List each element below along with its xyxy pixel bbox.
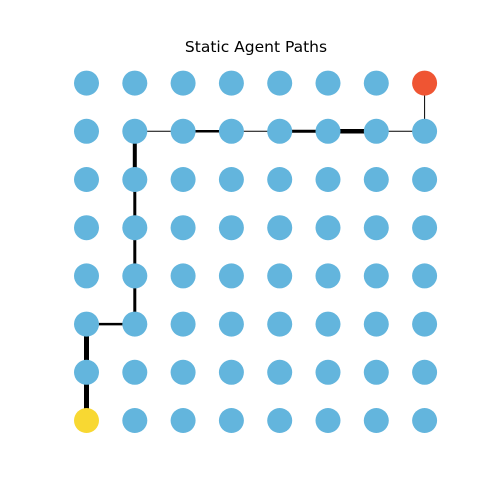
grid-node-4-5 (267, 167, 293, 192)
grid-node-0-5 (74, 167, 99, 192)
grid-node-1-6 (122, 118, 148, 144)
grid-node-5-5 (315, 167, 341, 192)
grid-nodes (74, 70, 438, 433)
grid-node-5-3 (315, 263, 341, 289)
grid-node-4-3 (267, 263, 293, 289)
grid-node-2-1 (170, 359, 196, 385)
grid-node-7-4 (412, 215, 438, 241)
grid-node-3-5 (218, 167, 244, 192)
grid-node-5-4 (315, 215, 341, 241)
grid-node-3-1 (218, 359, 244, 385)
grid-node-1-5 (122, 167, 148, 192)
grid-node-2-6 (170, 118, 196, 144)
grid-node-2-5 (170, 167, 196, 192)
grid-node-1-4 (122, 215, 148, 241)
grid-node-3-2 (218, 311, 244, 337)
grid-node-6-4 (363, 215, 389, 241)
grid-node-1-2 (122, 311, 148, 337)
grid-node-5-0 (315, 408, 341, 433)
grid-node-2-0 (170, 408, 196, 433)
grid-node-6-0 (363, 408, 389, 433)
grid-node-6-7 (363, 70, 389, 96)
diagram-title: Static Agent Paths (185, 38, 327, 56)
grid-node-3-7 (218, 70, 244, 96)
grid-node-3-4 (218, 215, 244, 241)
grid-node-6-2 (363, 311, 389, 337)
grid-node-4-1 (267, 359, 293, 385)
grid-node-1-1 (122, 359, 148, 385)
grid-node-7-6 (412, 118, 438, 144)
grid-node-0-2 (74, 311, 99, 337)
grid-node-4-7 (267, 70, 293, 96)
grid-node-7-1 (412, 359, 438, 385)
grid-node-3-0 (218, 408, 244, 433)
grid-node-4-4 (267, 215, 293, 241)
grid-node-7-5 (412, 167, 438, 192)
grid-node-0-1 (74, 359, 99, 385)
grid-node-2-4 (170, 215, 196, 241)
start-node (74, 408, 99, 433)
grid-node-0-6 (74, 118, 99, 144)
grid-node-4-0 (267, 408, 293, 433)
grid-node-1-7 (122, 70, 148, 96)
grid-node-6-1 (363, 359, 389, 385)
grid-node-3-3 (218, 263, 244, 289)
grid-node-2-2 (170, 311, 196, 337)
grid-node-5-6 (315, 118, 341, 144)
grid-node-7-0 (412, 408, 438, 433)
grid-node-6-3 (363, 263, 389, 289)
grid-node-1-3 (122, 263, 148, 289)
grid-node-4-6 (267, 118, 293, 144)
grid-node-0-7 (74, 70, 99, 96)
grid-node-0-4 (74, 215, 99, 241)
grid-node-3-6 (218, 118, 244, 144)
grid-node-1-0 (122, 408, 148, 433)
grid-node-2-7 (170, 70, 196, 96)
grid-node-5-2 (315, 311, 341, 337)
grid-node-7-2 (412, 311, 438, 337)
goal-node (412, 70, 438, 96)
grid-node-6-6 (363, 118, 389, 144)
grid-node-5-7 (315, 70, 341, 96)
grid-node-7-3 (412, 263, 438, 289)
grid-node-0-3 (74, 263, 99, 289)
grid-node-6-5 (363, 167, 389, 192)
grid-node-5-1 (315, 359, 341, 385)
grid-node-2-3 (170, 263, 196, 289)
grid-node-4-2 (267, 311, 293, 337)
